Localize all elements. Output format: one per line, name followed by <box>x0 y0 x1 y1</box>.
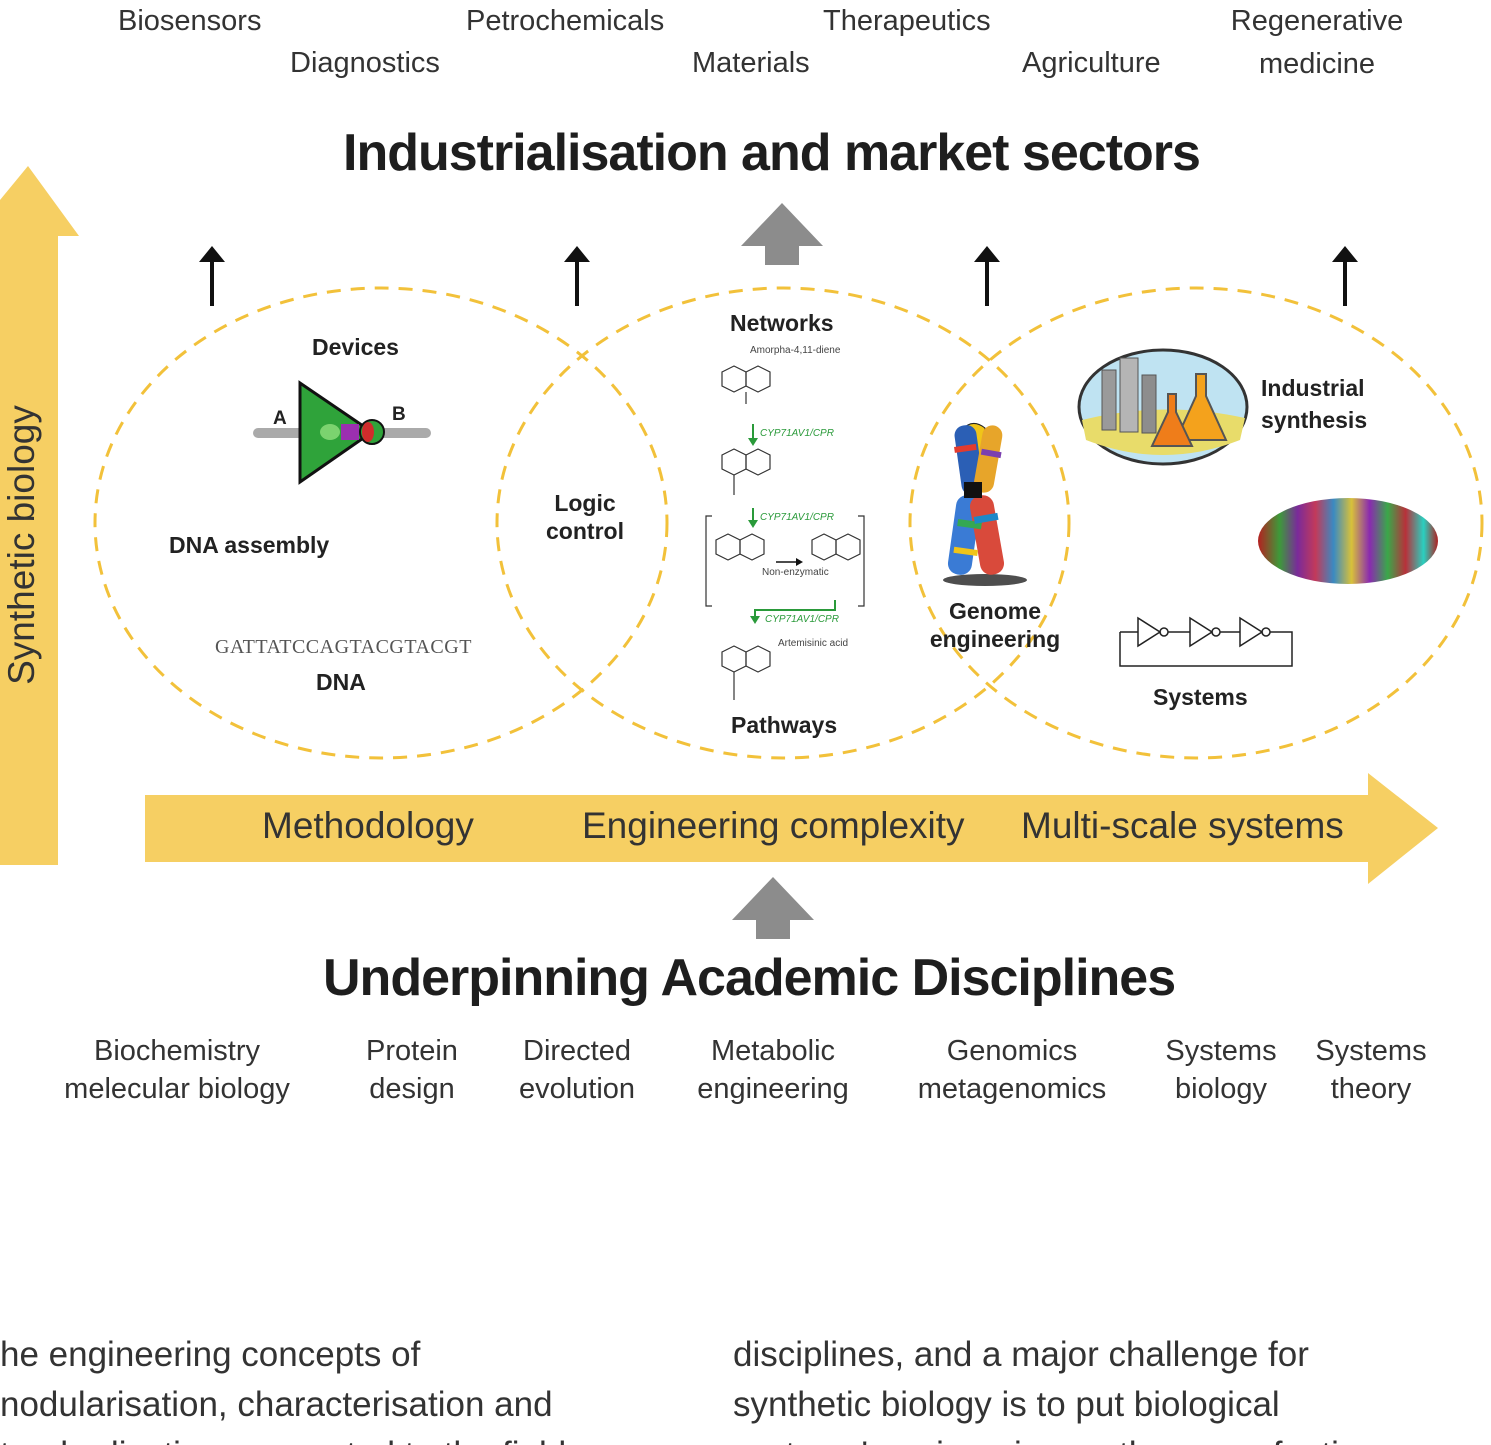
discipline-protein-line-2: design <box>369 1073 455 1105</box>
side-label-wrap: Synthetic biology <box>0 0 48 685</box>
body-right-line-3: systems' engineering on the same footing <box>733 1430 1473 1445</box>
discipline-biochemistry: Biochemistry melecular biology <box>56 1032 298 1108</box>
discipline-genomics-line-1: Genomics <box>946 1035 1078 1067</box>
pathway-enzyme-2: CYP71AV1/CPR <box>760 512 834 523</box>
discipline-directed-line-2: evolution <box>518 1073 636 1105</box>
body-left-line-3: tandardisation are central to the field <box>0 1430 620 1445</box>
body-text-right: disciplines, and a major challenge for s… <box>733 1330 1473 1445</box>
discipline-metabolic-line-1: Metabolic <box>710 1035 836 1067</box>
sector-diagnostics: Diagnostics <box>290 47 440 79</box>
sector-therapeutics: Therapeutics <box>823 5 991 37</box>
body-text-left: he engineering concepts of nodularisatio… <box>0 1330 620 1445</box>
label-genome-engineering: Genome engineering <box>922 597 1068 653</box>
device-gate-icon <box>253 380 431 485</box>
discipline-directed-line-1: Directed <box>523 1035 631 1067</box>
label-industrial-line-2: synthesis <box>1261 407 1368 433</box>
body-left-line-1: he engineering concepts of <box>0 1335 421 1374</box>
discipline-systheory-line-2: theory <box>1330 1073 1412 1105</box>
right-circle <box>908 286 1484 760</box>
label-logic-control: Logic control <box>538 489 632 545</box>
label-logic-line-1: Logic <box>554 490 616 516</box>
discipline-biochemistry-line-1: Biochemistry <box>94 1035 260 1067</box>
discipline-metabolic-engineering: Metabolic engineering <box>688 1032 858 1108</box>
sector-biosensors: Biosensors <box>118 5 262 37</box>
discipline-systems-biology: Systems biology <box>1156 1032 1286 1108</box>
title-underpinning-disciplines: Underpinning Academic Disciplines <box>323 949 1176 1007</box>
sector-petrochemicals: Petrochemicals <box>466 5 665 37</box>
discipline-genomics: Genomics metagenomics <box>905 1032 1119 1108</box>
chromosome-icon <box>943 423 1027 586</box>
pathway-end: Artemisinic acid <box>778 638 849 649</box>
discipline-biochemistry-line-2: melecular biology <box>64 1073 290 1105</box>
band-engineering-complexity: Engineering complexity <box>582 805 965 846</box>
body-left-line-2: nodularisation, characterisation and <box>0 1385 553 1424</box>
discipline-metabolic-line-2: engineering <box>697 1073 849 1105</box>
pathway-enzyme-3: CYP71AV1/CPR <box>765 614 839 625</box>
discipline-systheory-line-1: Systems <box>1315 1035 1427 1067</box>
sector-regenerative-medicine: Regenerative medicine <box>1222 0 1412 86</box>
discipline-genomics-line-2: metagenomics <box>917 1073 1107 1105</box>
pathway-start: Amorpha-4,11-diene <box>750 345 841 356</box>
grey-up-arrow-bottom <box>732 877 814 939</box>
band-methodology: Methodology <box>262 805 474 846</box>
pathway-non-enzymatic: Non-enzymatic <box>762 567 829 578</box>
label-gate-b: B <box>392 404 406 425</box>
discipline-sysbio-line-2: biology <box>1175 1073 1267 1105</box>
sector-materials: Materials <box>692 47 810 79</box>
body-right-line-1: disciplines, and a major challenge for <box>733 1335 1309 1374</box>
discipline-systems-theory: Systems theory <box>1306 1032 1436 1108</box>
band-multi-scale-systems: Multi-scale systems <box>1021 805 1344 846</box>
systems-circuit-icon <box>1119 616 1293 667</box>
side-label-synthetic-biology: Synthetic biology <box>1 405 42 685</box>
pathway-arrows <box>748 424 836 624</box>
discipline-directed-evolution: Directed evolution <box>508 1032 646 1108</box>
black-up-arrows <box>199 246 1358 306</box>
discipline-sysbio-line-1: Systems <box>1165 1035 1277 1067</box>
synthetic-biology-arrow <box>0 166 79 865</box>
sector-regenerative-line-1: Regenerative <box>1230 5 1404 37</box>
middle-circle <box>495 286 1071 760</box>
industrial-synthesis-icon <box>1077 348 1249 466</box>
left-circle <box>93 286 669 760</box>
pathway-enzyme-1: CYP71AV1/CPR <box>760 428 834 439</box>
label-devices: Devices <box>312 334 399 360</box>
label-dna-assembly: DNA assembly <box>169 532 330 558</box>
label-genome-line-2: engineering <box>929 626 1061 652</box>
label-pathways: Pathways <box>731 712 838 738</box>
label-industrial-synthesis: Industrial synthesis <box>1261 372 1367 436</box>
sector-regenerative-line-2: medicine <box>1258 48 1376 80</box>
embryo-icon <box>1258 498 1438 584</box>
sector-agriculture: Agriculture <box>1022 47 1161 79</box>
title-industrialisation: Industrialisation and market sectors <box>343 124 1201 182</box>
pathway-structures <box>705 365 865 700</box>
non-enzymatic-arrow <box>776 558 803 566</box>
discipline-protein-line-1: Protein <box>366 1035 458 1067</box>
label-systems: Systems <box>1153 684 1248 710</box>
grey-up-arrow-top <box>741 203 823 265</box>
label-networks: Networks <box>730 310 834 336</box>
discipline-protein-design: Protein design <box>352 1032 472 1108</box>
complexity-arrow <box>145 773 1438 884</box>
label-gate-a: A <box>273 408 287 429</box>
body-right-line-2: synthetic biology is to put biological <box>733 1385 1280 1424</box>
label-genome-line-1: Genome <box>948 598 1042 624</box>
label-industrial-line-1: Industrial <box>1261 375 1365 401</box>
label-dna: DNA <box>316 669 366 695</box>
label-logic-line-2: control <box>546 518 624 544</box>
dashed-circles <box>93 286 1484 760</box>
dna-sequence: GATTATCCAGTACGTACGT <box>215 636 472 658</box>
